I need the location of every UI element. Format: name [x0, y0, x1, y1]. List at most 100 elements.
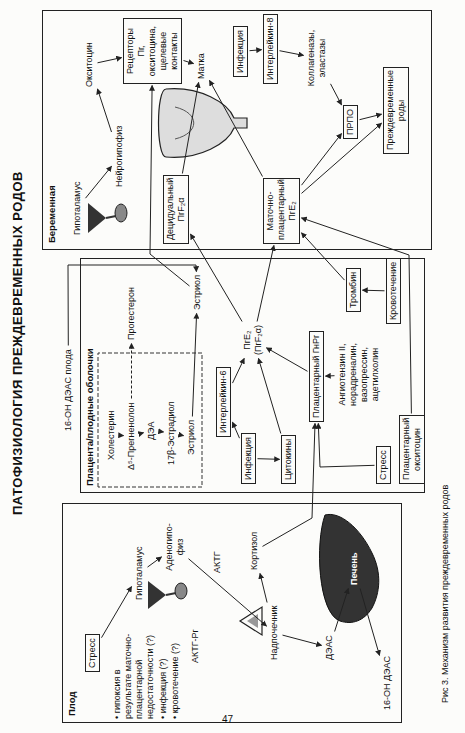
node-text: Матка [196, 53, 207, 79]
text-node: 17β-Эстрадиол [165, 399, 178, 467]
arrow-connector [210, 81, 263, 177]
arrow-connector [182, 83, 198, 174]
node-text: Тромбин [348, 272, 359, 308]
process-box: Стресс [85, 634, 100, 672]
process-box: Рецепторы Пг, окситоцина, щелевые контак… [123, 18, 182, 84]
node-text: Инфекция [243, 437, 254, 480]
arrow-connector [260, 574, 267, 603]
arrow-connector [192, 314, 196, 417]
annotation-label: АКТГ [212, 551, 223, 573]
uterus-outline [159, 89, 248, 158]
node-text: Холестерин [106, 411, 117, 461]
node-text: Эстриол [186, 420, 197, 455]
arrow-connector [302, 134, 342, 186]
steroid-frame [98, 353, 202, 487]
arrow-connector [233, 359, 245, 384]
text-node: Матка [195, 51, 208, 81]
arrow-connector [267, 348, 308, 372]
node-text: Децидуальный ПгF₂α [165, 179, 187, 240]
arrow-connector [302, 233, 345, 280]
panel-heading: Беременная [43, 11, 60, 249]
node-text: Стресс [87, 638, 98, 668]
node-text: ПгЕ₂ [242, 325, 253, 355]
node-text: Плацентарный окситоцин [401, 419, 423, 480]
arrow-connector [258, 458, 280, 460]
arrow-connector [184, 61, 194, 64]
node-text: 16-ОН ДЭАС плода [63, 349, 74, 431]
arrow-connector [335, 589, 349, 632]
arrow-connector [160, 431, 164, 433]
text-node: 16-ОН ДЭАС [381, 654, 394, 712]
arrow-connector [180, 434, 184, 436]
arrow-connector [360, 114, 382, 120]
node-text: ДЭАС [324, 635, 335, 660]
figure-caption: Рис 3. Механизм развития преждевременных… [440, 485, 451, 703]
text-node: Нейрогипофиз [113, 124, 126, 189]
arrow-connector [98, 89, 112, 132]
text-node: Прогестерон [125, 285, 138, 342]
node-text: Нейрогипофиз [114, 126, 125, 187]
annotation-label: • гипоксия в результате маточно-плацента… [112, 627, 156, 719]
node-text: Прогестерон [126, 287, 137, 340]
annotation-label: АКТГ-Рг [190, 629, 201, 663]
arrow-connector [363, 290, 385, 292]
text-node: Окситоцин [83, 40, 96, 89]
node-text: Печень [349, 553, 360, 585]
node-text: Интерлейкин-6 [218, 371, 229, 433]
text-node: Печень [348, 551, 361, 587]
process-box: Плацентарный ГнРг [309, 331, 324, 422]
text-node: Коллагеназы, эластазы [305, 17, 329, 99]
text-node: Эстриол [191, 273, 204, 312]
node-text: Кровотечение [388, 262, 399, 320]
text-node: ДЭАС [323, 633, 336, 662]
node-text: Интерлейкин-8 [265, 18, 276, 80]
node-text: Инфекция [235, 30, 246, 73]
text-node: Гипоталамус [71, 179, 84, 237]
arrow-connector [263, 424, 316, 547]
arrow-connector [331, 84, 342, 105]
process-box: Инфекция [241, 433, 256, 484]
process-box: Стресс [376, 446, 391, 484]
arrow-connector [68, 265, 196, 346]
node-text: Δ⁵-Прегненолон [126, 402, 137, 470]
arrow-connector [259, 359, 281, 434]
process-box: ПРПО [343, 105, 358, 139]
text-node: Эстриол [185, 418, 198, 457]
arrow-connector [148, 557, 162, 567]
text-node: Δ⁵-Прегненолон [125, 400, 138, 472]
panel-heading: Плацента/плодные оболочки [81, 259, 98, 492]
arrow-connector [102, 587, 132, 638]
process-box: Цитокины [281, 435, 296, 484]
node-text: Маточно-плацентарный ПгЕ₂ [265, 182, 298, 240]
process-box: Маточно-плацентарный ПгЕ₂ [263, 178, 300, 244]
node-text: Цитокины [283, 439, 294, 480]
node-text: Гипоталамус [72, 181, 83, 235]
diagram-title: ПАТОФИЗИОЛОГИЯ ПРЕЖДЕВРЕМЕННЫХ РОДОВ [10, 83, 26, 603]
node-text: Плацентарный ГнРг [311, 335, 322, 418]
panel-box: Плацента/плодные оболочкиХолестерин Δ⁵-Пр… [80, 258, 425, 493]
arrow-connector [280, 51, 304, 56]
pituitary-symbol [115, 204, 127, 222]
node-text: Кортизол [249, 532, 260, 570]
text-node: Надпочечник [268, 604, 281, 662]
process-box: Интерлейкин-6 [216, 367, 231, 437]
panel-heading: Плод [63, 504, 80, 722]
process-box: Тромбин [346, 268, 361, 312]
arrow-connector [302, 123, 382, 193]
node-text: Надпочечник [269, 606, 280, 660]
process-box: Децидуальный ПгF₂α [163, 175, 189, 244]
text-node: Гипоталамус [133, 544, 146, 602]
adrenal-core [247, 614, 258, 628]
arrow-connector [131, 344, 132, 399]
hypothalamus-symbol [148, 581, 166, 609]
text-node: Ангиотензин II, норадреналин, вазопресси… [336, 327, 382, 422]
text-node: Аденогипо-физ [163, 520, 187, 574]
process-box: Преждевременные роды [383, 67, 409, 154]
process-box: Кровотечение [386, 258, 401, 324]
node-text: Ангиотензин II, норадреналин, вазопресси… [337, 329, 381, 420]
text-node: Холестерин [105, 409, 118, 463]
arrow-connector [191, 234, 243, 321]
uterus-drawing [159, 89, 248, 158]
node-text: Эстриол [192, 275, 203, 310]
